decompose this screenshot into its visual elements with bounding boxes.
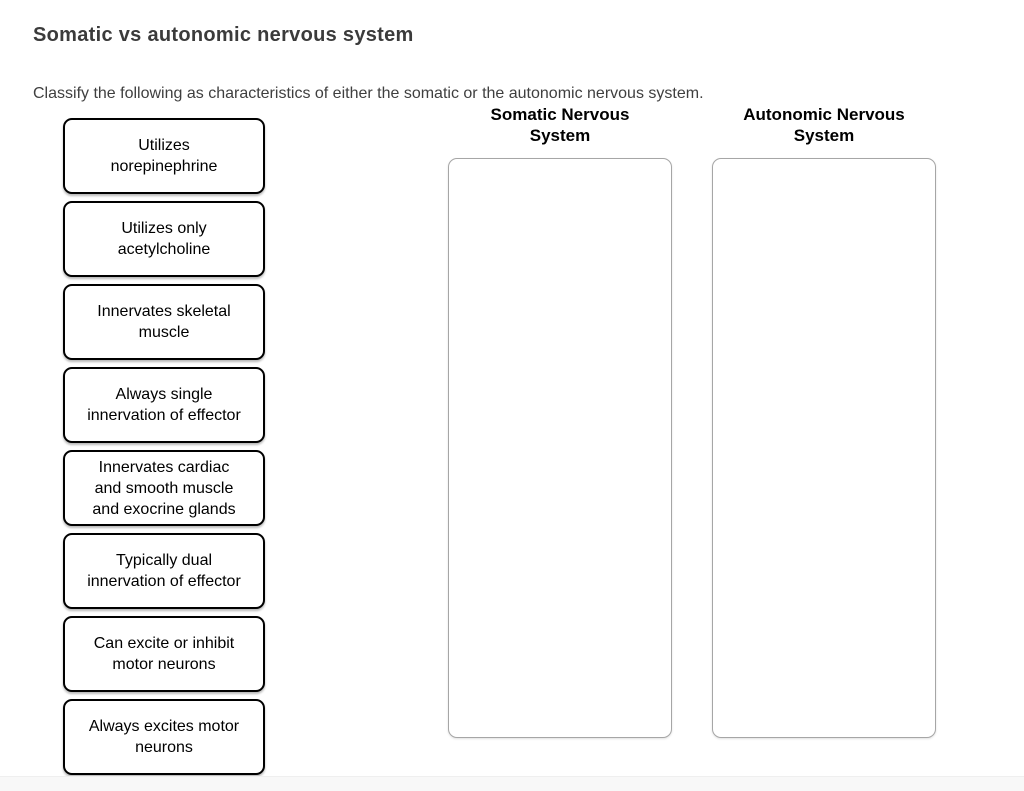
draggable-tile-list: Utilizes norepinephrine Utilizes only ac…	[63, 118, 265, 775]
page-bottom-strip	[0, 776, 1024, 791]
tile-always-single-innervation[interactable]: Always single innervation of effector	[63, 367, 265, 443]
somatic-drop-zone[interactable]	[448, 158, 672, 738]
tile-innervates-skeletal-muscle[interactable]: Innervates skeletal muscle	[63, 284, 265, 360]
somatic-bin-column: Somatic Nervous System	[448, 104, 672, 738]
somatic-bin-heading: Somatic Nervous System	[490, 105, 630, 145]
tile-always-excites-motor-neurons[interactable]: Always excites motor neurons	[63, 699, 265, 775]
tile-typically-dual-innervation[interactable]: Typically dual innervation of effector	[63, 533, 265, 609]
autonomic-drop-zone[interactable]	[712, 158, 936, 738]
tile-can-excite-or-inhibit-motor-neurons[interactable]: Can excite or inhibit motor neurons	[63, 616, 265, 692]
autonomic-bin-heading: Autonomic Nervous System	[743, 105, 905, 145]
page-title: Somatic vs autonomic nervous system	[33, 24, 414, 47]
tile-utilizes-norepinephrine[interactable]: Utilizes norepinephrine	[63, 118, 265, 194]
instructions-text: Classify the following as characteristic…	[33, 85, 704, 102]
tile-innervates-cardiac-smooth-exocrine[interactable]: Innervates cardiac and smooth muscle and…	[63, 450, 265, 526]
autonomic-bin-column: Autonomic Nervous System	[712, 104, 936, 738]
tile-utilizes-only-acetylcholine[interactable]: Utilizes only acetylcholine	[63, 201, 265, 277]
